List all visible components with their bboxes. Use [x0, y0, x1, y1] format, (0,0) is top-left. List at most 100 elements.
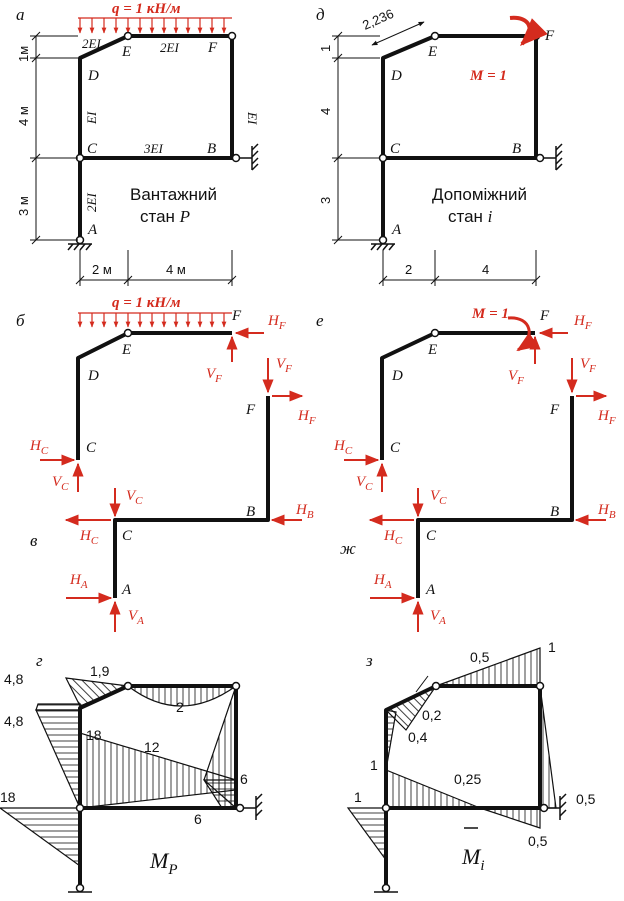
stiffness-fb: EI [245, 111, 260, 125]
dim-d-4: 4 [318, 108, 333, 115]
node-d-C: C [390, 141, 401, 157]
distributed-load-b [77, 312, 232, 328]
node-b-D: D [87, 368, 99, 384]
mp-value-4-8-left: 4,8 [4, 713, 24, 729]
node-d-A: A [391, 222, 402, 238]
node-zh-B: B [550, 504, 559, 520]
moment-label-d: M = 1 [469, 68, 507, 84]
reactions-b-upper [40, 327, 264, 492]
panel-z-moment-diagram-i: з 0,5 1 0,2 0,4 1 0,25 1 0,5 [346, 639, 596, 893]
panel-g-tag: г [36, 651, 43, 670]
panel-a-tag: а [16, 5, 25, 24]
panel-d-tag: д [316, 5, 325, 24]
force-v-VA: VA [128, 608, 144, 627]
force-v-HC: HC [79, 528, 99, 547]
dim-d-2: 2 [405, 262, 412, 277]
panel-b-tag: б [16, 311, 25, 330]
mp-hinges [75, 681, 245, 893]
mi-value-0-5-top: 0,5 [470, 649, 490, 665]
force-zh-VA: VA [430, 608, 446, 627]
unit-moment-arrow-d [509, 15, 548, 46]
force-zh-HC: HC [383, 528, 403, 547]
panel-z-tag: з [365, 651, 373, 670]
hinges-a [75, 31, 241, 163]
force-b-VF: VF [206, 366, 222, 385]
dim-a-3: 3 м [16, 196, 31, 216]
node-e-E: E [427, 342, 437, 358]
force-zh-VF: VF [580, 356, 596, 375]
mi-value-1-left: 1 [370, 757, 378, 773]
mi-value-0-4: 0,4 [408, 729, 428, 745]
node-b-E: E [121, 342, 131, 358]
dim-a-2m: 2 м [92, 262, 112, 277]
caption-a-line2-prefix: стан [140, 207, 180, 226]
force-v-HF: HF [297, 408, 316, 427]
support-a-pin [67, 235, 92, 251]
incline-length: 2,236 [360, 6, 396, 33]
node-a-D: D [87, 68, 99, 84]
load-label-a: q = 1 кН/м [112, 1, 181, 17]
dim-a-4m: 4 м [166, 262, 186, 277]
mi-supports [374, 793, 567, 893]
caption-d-line2-prefix: стан [448, 207, 488, 226]
stiffness-cb: 3EI [143, 141, 163, 156]
node-a-E: E [121, 44, 131, 60]
node-b-C: C [86, 440, 97, 456]
node-zh-C: C [426, 528, 437, 544]
mi-caption: Mi [461, 844, 485, 874]
dim-a-4: 4 м [16, 106, 31, 126]
reactions-zh [368, 358, 608, 632]
mp-value-12: 12 [144, 739, 160, 755]
node-d-E: E [427, 44, 437, 60]
mi-leader [415, 675, 429, 693]
mi-value-0-25: 0,25 [454, 771, 481, 787]
mi-value-1-top: 1 [548, 639, 556, 655]
force-v-VC: VC [126, 488, 143, 507]
node-a-B: B [207, 141, 216, 157]
node-a-F: F [207, 40, 218, 56]
panel-e-upper-free-body: е M = 1 D E F C HF VF HC VC [316, 306, 592, 493]
node-a-C: C [87, 141, 98, 157]
support-b-roller [240, 143, 259, 171]
mi-value-1-bottom: 1 [354, 789, 362, 805]
caption-a-line1: Вантажний [130, 185, 217, 204]
node-a-A: A [87, 222, 98, 238]
caption-d-var: i [488, 207, 493, 226]
node-v-F: F [245, 402, 256, 418]
node-zh-A: A [425, 582, 436, 598]
node-v-C: C [122, 528, 133, 544]
force-e-HF: HF [573, 313, 592, 332]
node-d-F: F [544, 28, 555, 44]
support-d-pin [370, 235, 395, 251]
hinge-e-e [430, 328, 440, 338]
stiffness-ca: 2EI [84, 193, 99, 212]
node-e-F: F [539, 308, 550, 324]
mi-value-0-5-bottom: 0,5 [528, 833, 548, 849]
force-b-VC: VC [52, 474, 69, 493]
dim-d-3: 3 [318, 197, 333, 204]
force-v-VF: VF [276, 356, 292, 375]
node-b-F: F [231, 308, 242, 324]
node-v-B: B [246, 504, 255, 520]
mi-hinges [381, 681, 549, 893]
mp-ordinates [0, 677, 238, 868]
force-zh-HB: HB [597, 502, 616, 521]
load-label-b: q = 1 кН/м [112, 295, 181, 311]
panel-g-moment-diagram-p: г 4,8 1,9 4,8 2 18 12 18 [0, 651, 263, 893]
panel-a-load-state: а q = 1 кН/м [16, 1, 260, 286]
node-e-D: D [391, 368, 403, 384]
mp-caption: MP [149, 848, 178, 878]
panel-zh-lower-free-body: ж B F C A VF HF HB VC HC HA VA [340, 356, 616, 632]
node-v-A: A [121, 582, 132, 598]
mi-ordinates [346, 647, 557, 862]
panel-d-aux-state: д 2,236 1 4 3 2 [316, 5, 563, 286]
mi-value-0-5-right: 0,5 [576, 791, 596, 807]
caption-a-var: P [179, 207, 190, 226]
distributed-load-a [77, 17, 232, 34]
panel-v-lower-free-body: в B F C A VF HF HB VC HC HA VA [30, 356, 316, 632]
force-zh-VC: VC [430, 488, 447, 507]
support-d-roller [544, 143, 563, 171]
mp-value-6-bottom: 6 [194, 811, 202, 827]
panel-e-tag: е [316, 311, 324, 330]
force-e-VC: VC [356, 474, 373, 493]
